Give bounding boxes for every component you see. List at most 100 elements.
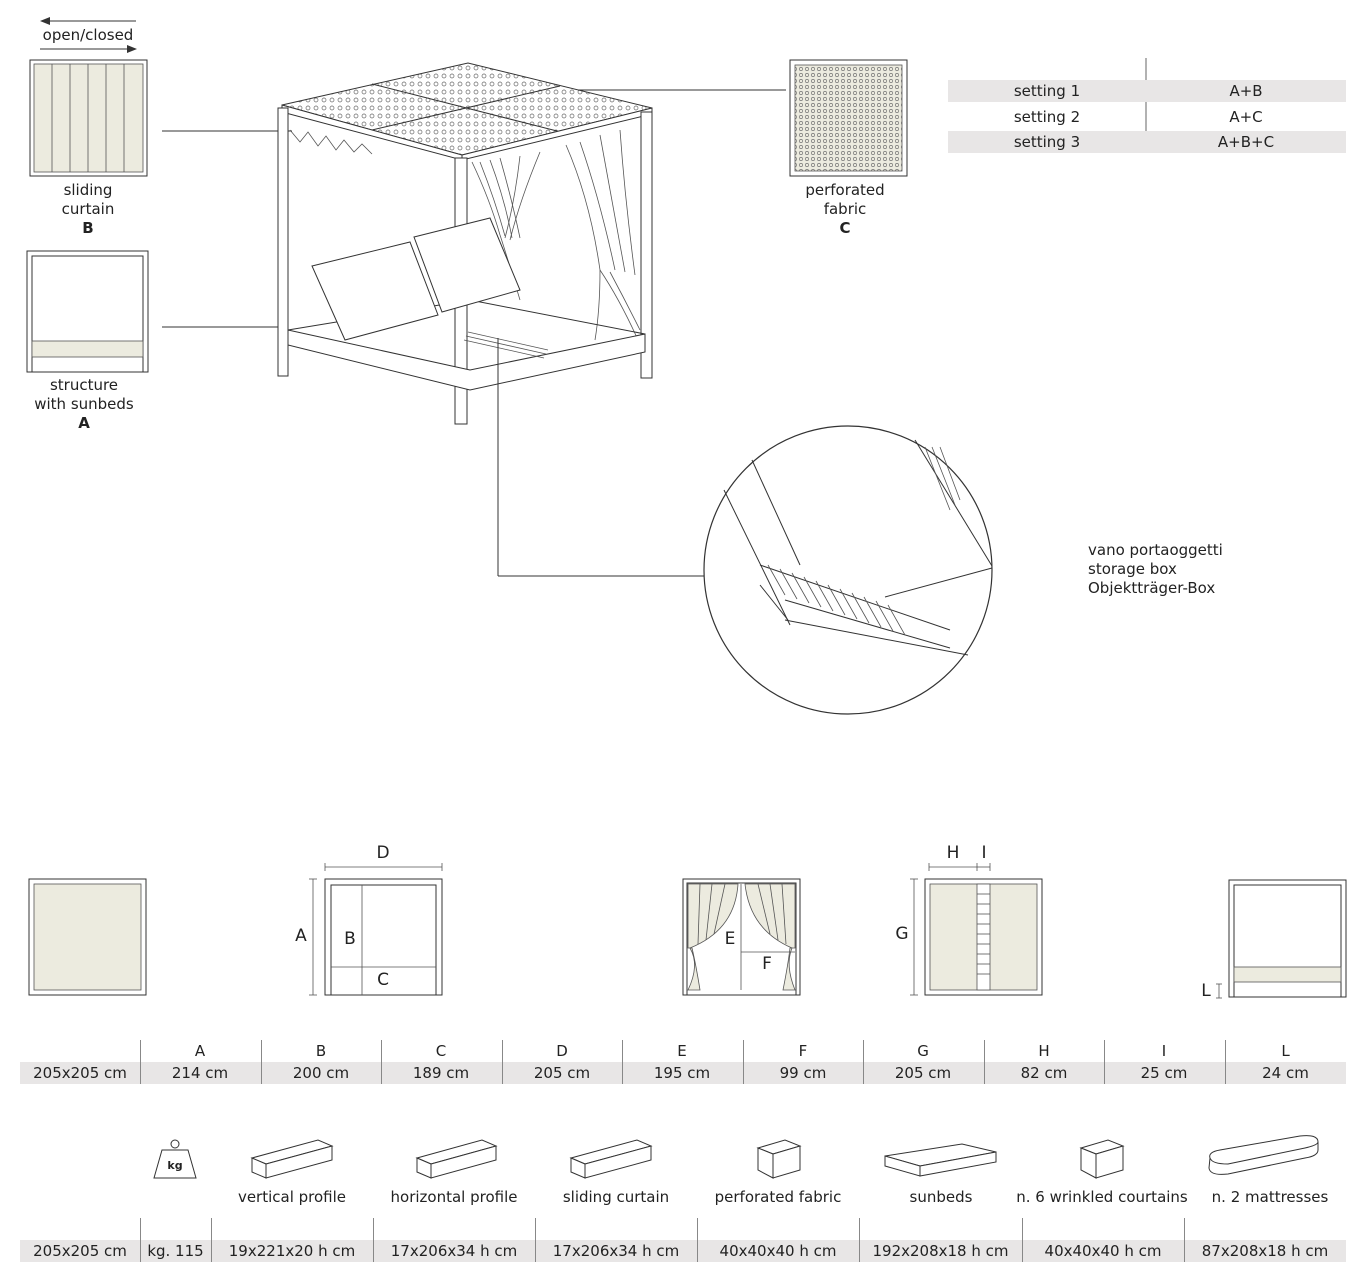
column-divider xyxy=(140,1040,141,1084)
diagram-letter-f: F xyxy=(762,954,772,974)
package-value: 17x206x34 h cm xyxy=(390,1242,518,1260)
perforated-fabric-letter: C xyxy=(839,219,851,237)
package-value: 40x40x40 h cm xyxy=(1044,1242,1162,1260)
package-label: sunbeds xyxy=(909,1188,973,1206)
package-label: perforated fabric xyxy=(714,1188,842,1206)
setting-name: setting 1 xyxy=(1013,82,1081,100)
column-divider xyxy=(502,1040,503,1084)
dim-header: E xyxy=(677,1042,687,1060)
settings-row: setting 3 A+B+C xyxy=(948,131,1346,153)
structure-name-1: structure xyxy=(49,376,119,394)
diagram-letter-l: L xyxy=(1201,981,1211,1001)
sliding-curtain-label: sliding curtain B xyxy=(28,181,148,238)
dim-value: 200 cm xyxy=(292,1064,350,1082)
perforated-fabric-name-1: perforated xyxy=(805,181,885,199)
column-divider xyxy=(261,1040,262,1084)
structure-name-2: with sunbeds xyxy=(34,395,134,413)
package-value: 192x208x18 h cm xyxy=(872,1242,1009,1260)
mattresses-package-icon xyxy=(1208,1135,1319,1175)
setting-value: A+C xyxy=(1229,108,1263,126)
settings-row: setting 2 A+C xyxy=(948,106,1346,128)
perforated-fabric-label: perforated fabric C xyxy=(785,181,905,238)
dim-size: 205x205 cm xyxy=(33,1064,127,1082)
column-divider xyxy=(1184,1218,1185,1262)
sliding-curtain-name-2: curtain xyxy=(61,200,115,218)
open-closed-label: open/closed xyxy=(42,26,134,44)
structure-label: structure with sunbeds A xyxy=(24,376,144,433)
diagram-letter-a: A xyxy=(295,926,307,946)
dim-header: H xyxy=(1038,1042,1050,1060)
diagram-letter-c: C xyxy=(377,970,389,990)
package-label: horizontal profile xyxy=(390,1188,518,1206)
perforated-fabric-box-icon xyxy=(756,1139,802,1179)
package-value: 19x221x20 h cm xyxy=(228,1242,356,1260)
column-divider xyxy=(859,1218,860,1262)
package-label: vertical profile xyxy=(237,1188,347,1206)
column-divider xyxy=(373,1218,374,1262)
setting-value: A+B xyxy=(1229,82,1263,100)
dim-header: G xyxy=(917,1042,929,1060)
column-divider xyxy=(535,1218,536,1262)
package-label: sliding curtain xyxy=(562,1188,670,1206)
diagram-letter-g: G xyxy=(895,924,909,944)
packages-values-row: 205x205 cm kg. 115 19x221x20 h cm 17x206… xyxy=(20,1240,1346,1262)
dim-value: 24 cm xyxy=(1262,1064,1309,1082)
curtains-diagram xyxy=(682,878,801,996)
storage-box-de: Objektträger-Box xyxy=(1088,579,1216,597)
dimensions-values-row: 205x205 cm 214 cm 200 cm 189 cm 205 cm 1… xyxy=(20,1062,1346,1084)
package-value: 87x208x18 h cm xyxy=(1201,1242,1329,1260)
open-closed-arrows-icon xyxy=(40,17,137,53)
dim-header: A xyxy=(194,1042,206,1060)
column-divider xyxy=(863,1040,864,1084)
dim-value: 99 cm xyxy=(779,1064,827,1082)
storage-box-en: storage box xyxy=(1088,560,1177,578)
package-size: 205x205 cm xyxy=(33,1242,127,1260)
weight-icon-text: kg xyxy=(167,1159,183,1172)
cabana-illustration xyxy=(277,62,653,425)
column-divider xyxy=(1225,1040,1226,1084)
setting-value: A+B+C xyxy=(1217,133,1275,151)
diagram-letter-d: D xyxy=(376,843,390,863)
perforated-fabric-name-2: fabric xyxy=(823,200,867,218)
weight-icon xyxy=(153,1139,197,1179)
sliding-curtain-package-icon xyxy=(569,1139,653,1179)
settings-row: setting 1 A+B xyxy=(948,80,1346,102)
column-divider xyxy=(1104,1040,1105,1084)
dim-header: C xyxy=(435,1042,447,1060)
dim-value: 195 cm xyxy=(653,1064,711,1082)
setting-name: setting 3 xyxy=(1013,133,1081,151)
package-label: n. 6 wrinkled courtains xyxy=(1016,1188,1188,1206)
dim-value: 214 cm xyxy=(171,1064,229,1082)
structure-thumbnail xyxy=(26,250,149,373)
dim-header: F xyxy=(798,1042,808,1060)
package-value: 40x40x40 h cm xyxy=(719,1242,837,1260)
dim-value: 82 cm xyxy=(1020,1064,1068,1082)
vertical-profile-package-icon xyxy=(250,1139,334,1179)
dim-header: B xyxy=(315,1042,327,1060)
sunbed-top-view-diagram xyxy=(910,863,1043,996)
dim-header: D xyxy=(556,1042,568,1060)
storage-box-it: vano portaoggetti xyxy=(1088,541,1223,559)
column-divider xyxy=(984,1040,985,1084)
sunbeds-package-icon xyxy=(884,1143,997,1177)
column-divider xyxy=(743,1040,744,1084)
structure-letter: A xyxy=(78,414,90,432)
storage-box-label: vano portaoggetti storage box Objektträg… xyxy=(1088,541,1223,598)
dim-value: 189 cm xyxy=(412,1064,470,1082)
dim-header: I xyxy=(1161,1042,1167,1060)
horizontal-profile-package-icon xyxy=(415,1139,498,1179)
dim-value: 205 cm xyxy=(894,1064,952,1082)
column-divider xyxy=(211,1218,212,1262)
top-view-diagram xyxy=(28,878,147,996)
side-view-diagram xyxy=(1216,879,1347,999)
diagram-letter-e: E xyxy=(724,929,736,949)
dim-header: L xyxy=(1281,1042,1290,1060)
dim-value: 205 cm xyxy=(533,1064,591,1082)
storage-detail-circle xyxy=(703,425,993,715)
dim-value: 25 cm xyxy=(1140,1064,1188,1082)
column-divider xyxy=(622,1040,623,1084)
sliding-curtain-letter: B xyxy=(82,219,94,237)
column-divider xyxy=(697,1218,698,1262)
column-divider xyxy=(1022,1218,1023,1262)
